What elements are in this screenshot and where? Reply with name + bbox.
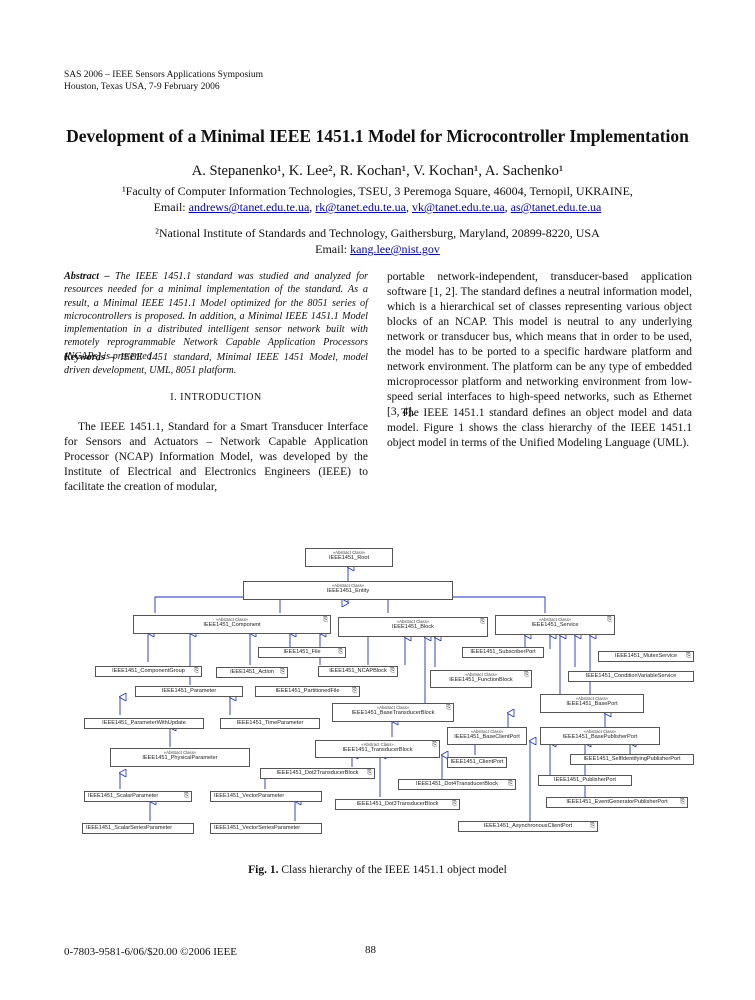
figure-caption-text: Class hierarchy of the IEEE 1451.1 objec…: [281, 864, 507, 876]
affiliation-1-emails: Email: andrews@tanet.edu.te.ua, rk@tanet…: [153, 200, 602, 214]
copyright-footer: 0-7803-9581-6/06/$20.00 ©2006 IEEE: [64, 946, 238, 958]
class-transducer-block: «Abstract Class»IEEE1451_TransducerBlock…: [315, 740, 440, 758]
class-time-parameter: IEEE1451_TimeParameter: [220, 718, 320, 729]
class-action: IEEE1451_Action⎘: [216, 667, 288, 678]
class-asynchronous-client-port: IEEE1451_AsynchronousClientPort⎘: [458, 821, 598, 832]
class-base-publisher-port: «Abstract Class»IEEE1451_BasePublisherPo…: [540, 727, 660, 745]
class-icon: ⎘: [323, 617, 328, 623]
class-self-identifying-publisher-port: IEEE1451_SelfIdentifyingPublisherPort: [570, 754, 694, 765]
class-scalar-series-parameter: IEEE1451_ScalarSeriesParameter: [82, 823, 194, 834]
right-paragraph-2: The IEEE 1451.1 standard defines an obje…: [387, 407, 692, 449]
class-event-generator-publisher-port: IEEE1451_EventGeneratorPublisherPort⎘: [546, 797, 688, 808]
class-base-client-port: «Abstract Class»IEEE1451_BaseClientPort: [447, 727, 527, 745]
uml-class-diagram: «Abstract Class»IEEE1451_Root «Abstract …: [80, 545, 700, 845]
class-ncap-block: IEEE1451_NCAPBlock⎘: [318, 666, 398, 677]
class-subscriber-port: IEEE1451_SubscriberPort: [462, 647, 544, 658]
keywords: Keywords – IEEE 1451 standard, Minimal I…: [64, 351, 368, 378]
email-link[interactable]: rk@tanet.edu.te.ua: [315, 200, 406, 214]
class-condition-variable-service: IEEE1451_ConditionVariableService: [568, 671, 694, 682]
class-component-group: IEEE1451_ComponentGroup⎘: [95, 666, 202, 677]
class-component: «Abstract Class»IEEE1451_Component⎘: [133, 615, 331, 634]
figure-caption-label: Fig. 1.: [248, 864, 279, 876]
paper-title: Development of a Minimal IEEE 1451.1 Mod…: [66, 126, 689, 146]
conference-name: SAS 2006 – IEEE Sensors Applications Sym…: [64, 70, 263, 80]
page-number: 88: [365, 944, 376, 956]
class-vector-parameter: IEEE1451_VectorParameter: [210, 791, 322, 802]
figure-caption: Fig. 1. Class hierarchy of the IEEE 1451…: [0, 864, 755, 876]
class-parameter-with-update: IEEE1451_ParameterWithUpdate: [84, 718, 204, 729]
class-dot3-transducer-block: IEEE1451_Dot3TransducerBlock⎘: [335, 799, 460, 810]
email-prefix: Email:: [315, 242, 351, 256]
class-root: «Abstract Class»IEEE1451_Root: [305, 548, 393, 567]
section-heading: I. INTRODUCTION: [170, 392, 262, 403]
affiliation-2-email: Email: kang.lee@nist.gov: [0, 241, 755, 257]
class-scalar-parameter: IEEE1451_ScalarParameter⎘: [84, 791, 192, 802]
class-base-transducer-block: «Abstract Class»IEEE1451_BaseTransducerB…: [332, 703, 454, 722]
class-function-block: «Abstract Class»IEEE1451_FunctionBlock⎘: [430, 670, 532, 688]
abstract-text: The IEEE 1451.1 standard was studied and…: [64, 271, 369, 362]
keywords-label: Keywords –: [64, 352, 116, 363]
class-mutex-service: IEEE1451_MutexService⎘: [598, 651, 694, 662]
class-vector-series-parameter: IEEE1451_VectorSeriesParameter: [210, 823, 322, 834]
email-link[interactable]: andrews@tanet.edu.te.ua: [188, 200, 310, 214]
paper-authors: A. Stepanenko¹, K. Lee², R. Kochan¹, V. …: [191, 163, 564, 179]
affiliation-1: ¹Faculty of Computer Information Technol…: [0, 183, 755, 215]
email-link[interactable]: vk@tanet.edu.te.ua: [411, 200, 505, 214]
conference-location: Houston, Texas USA, 7-9 February 2006: [64, 82, 220, 92]
class-dot4-transducer-block: IEEE1451_Dot4TransducerBlock⎘: [398, 779, 516, 790]
class-service: «Abstract Class»IEEE1451_Service⎘: [495, 615, 615, 635]
class-block: «Abstract Class»IEEE1451_Block⎘: [338, 617, 488, 637]
abstract: Abstract – The IEEE 1451.1 standard was …: [64, 270, 368, 363]
class-base-port: «Abstract Class»IEEE1451_BasePort: [540, 694, 644, 713]
affiliation-1-text: ¹Faculty of Computer Information Technol…: [122, 184, 633, 198]
intro-paragraph: The IEEE 1451.1, Standard for a Smart Tr…: [64, 421, 368, 493]
class-publisher-port: IEEE1451_PublisherPort: [538, 775, 632, 786]
class-client-port: IEEE1451_ClientPort: [447, 757, 507, 768]
email-link[interactable]: as@tanet.edu.te.ua: [510, 200, 602, 214]
abstract-label: Abstract –: [64, 271, 110, 282]
right-paragraph-1: portable network-independent, transducer…: [387, 271, 692, 418]
class-parameter: IEEE1451_Parameter: [135, 686, 243, 697]
class-entity: «Abstract Class»IEEE1451_Entity: [243, 581, 453, 600]
class-file: IEEE1451_File⎘: [258, 647, 346, 658]
class-partitioned-file: IEEE1451_PartitionedFile⎘: [255, 686, 360, 697]
email-link[interactable]: kang.lee@nist.gov: [350, 242, 440, 256]
affiliation-2: ²National Institute of Standards and Tec…: [0, 225, 755, 257]
affiliation-2-text: ²National Institute of Standards and Tec…: [155, 226, 600, 240]
class-physical-parameter: «Abstract Class»IEEE1451_PhysicalParamet…: [110, 748, 250, 767]
class-dot2-transducer-block: IEEE1451_Dot2TransducerBlock⎘: [260, 768, 375, 779]
email-prefix: Email:: [153, 200, 189, 214]
keywords-text: IEEE 1451 standard, Minimal IEEE 1451 Mo…: [64, 352, 369, 377]
conference-header: SAS 2006 – IEEE Sensors Applications Sym…: [64, 69, 263, 93]
